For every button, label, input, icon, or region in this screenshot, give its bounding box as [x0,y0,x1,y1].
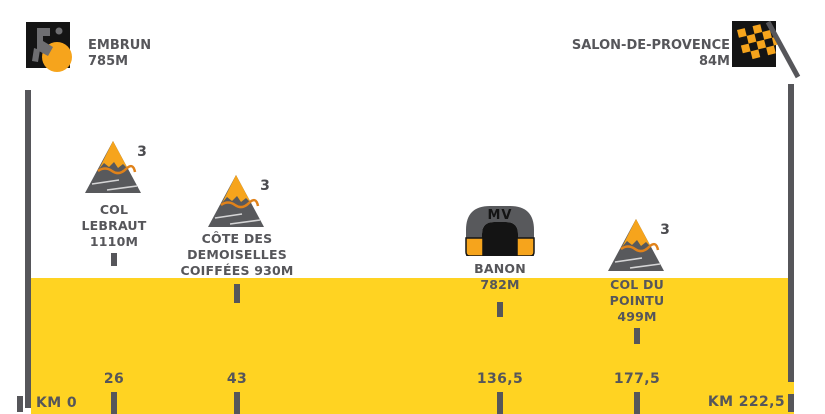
finish-name: SALON-DE-PROVENCE [571,38,730,53]
sprint-arch-icon: MV [465,206,535,256]
waypoint-label: CÔTE DES DEMOISELLES COIFFÉES 930M [167,231,307,279]
waypoint-tick [234,284,240,303]
waypoint-altitude: 499M [617,309,657,324]
waypoint-name-line: DEMOISELLES [187,247,287,262]
yellow-band [31,278,794,414]
start-label: EMBRUN 785M [88,38,151,70]
finish-altitude: 84M [698,54,730,69]
km-mark-label: 177,5 [613,371,661,387]
finish-label: SALON-DE-PROVENCE 84M [530,38,730,70]
waypoint-label: COL DU POINTU 499M [567,277,707,325]
km-end-label: KM 222,5 [707,394,785,410]
sprint-icon-label: MV [488,208,513,223]
km-mark-label: 43 [226,371,248,387]
waypoint-name-line: BANON [474,261,526,276]
waypoint-name-line: LEBRAUT [81,218,147,233]
waypoint-name-line: COL DU [610,277,664,292]
climb-icon: 3 [608,219,670,271]
waypoint-altitude: COIFFÉES 930M [180,263,294,278]
waypoint-label: BANON 782M [430,261,570,293]
right-edge-tick [788,394,794,412]
waypoint-tick [497,302,503,317]
waypoint-altitude: 782M [480,277,520,292]
km-tick [497,392,503,414]
start-name: EMBRUN [88,38,152,53]
start-altitude: 785M [88,54,129,69]
km-tick [111,392,117,414]
category-badge: 3 [137,144,147,160]
start-rider-icon [26,22,72,72]
km-tick [234,392,240,414]
waypoint-tick [111,253,117,266]
climb-icon: 3 [85,141,147,193]
finish-flag-icon [732,20,801,79]
km-tick [634,392,640,414]
waypoint-tick [634,328,640,344]
waypoint-name-line: CÔTE DES [201,231,273,246]
waypoint-altitude: 1110M [89,234,139,249]
km-start-label: KM 0 [36,395,77,411]
left-frame-bar [25,90,31,408]
km-mark-label: 136,5 [476,371,524,387]
category-badge: 3 [260,178,270,194]
waypoint-name-line: POINTU [609,293,665,308]
waypoint-name-line: COL [99,202,129,217]
left-edge-tick [17,396,23,412]
category-badge: 3 [660,222,670,238]
km-mark-label: 26 [103,371,125,387]
right-frame-bar [788,84,794,382]
waypoint-label: COL LEBRAUT 1110M [44,202,184,250]
climb-icon: 3 [208,175,270,227]
